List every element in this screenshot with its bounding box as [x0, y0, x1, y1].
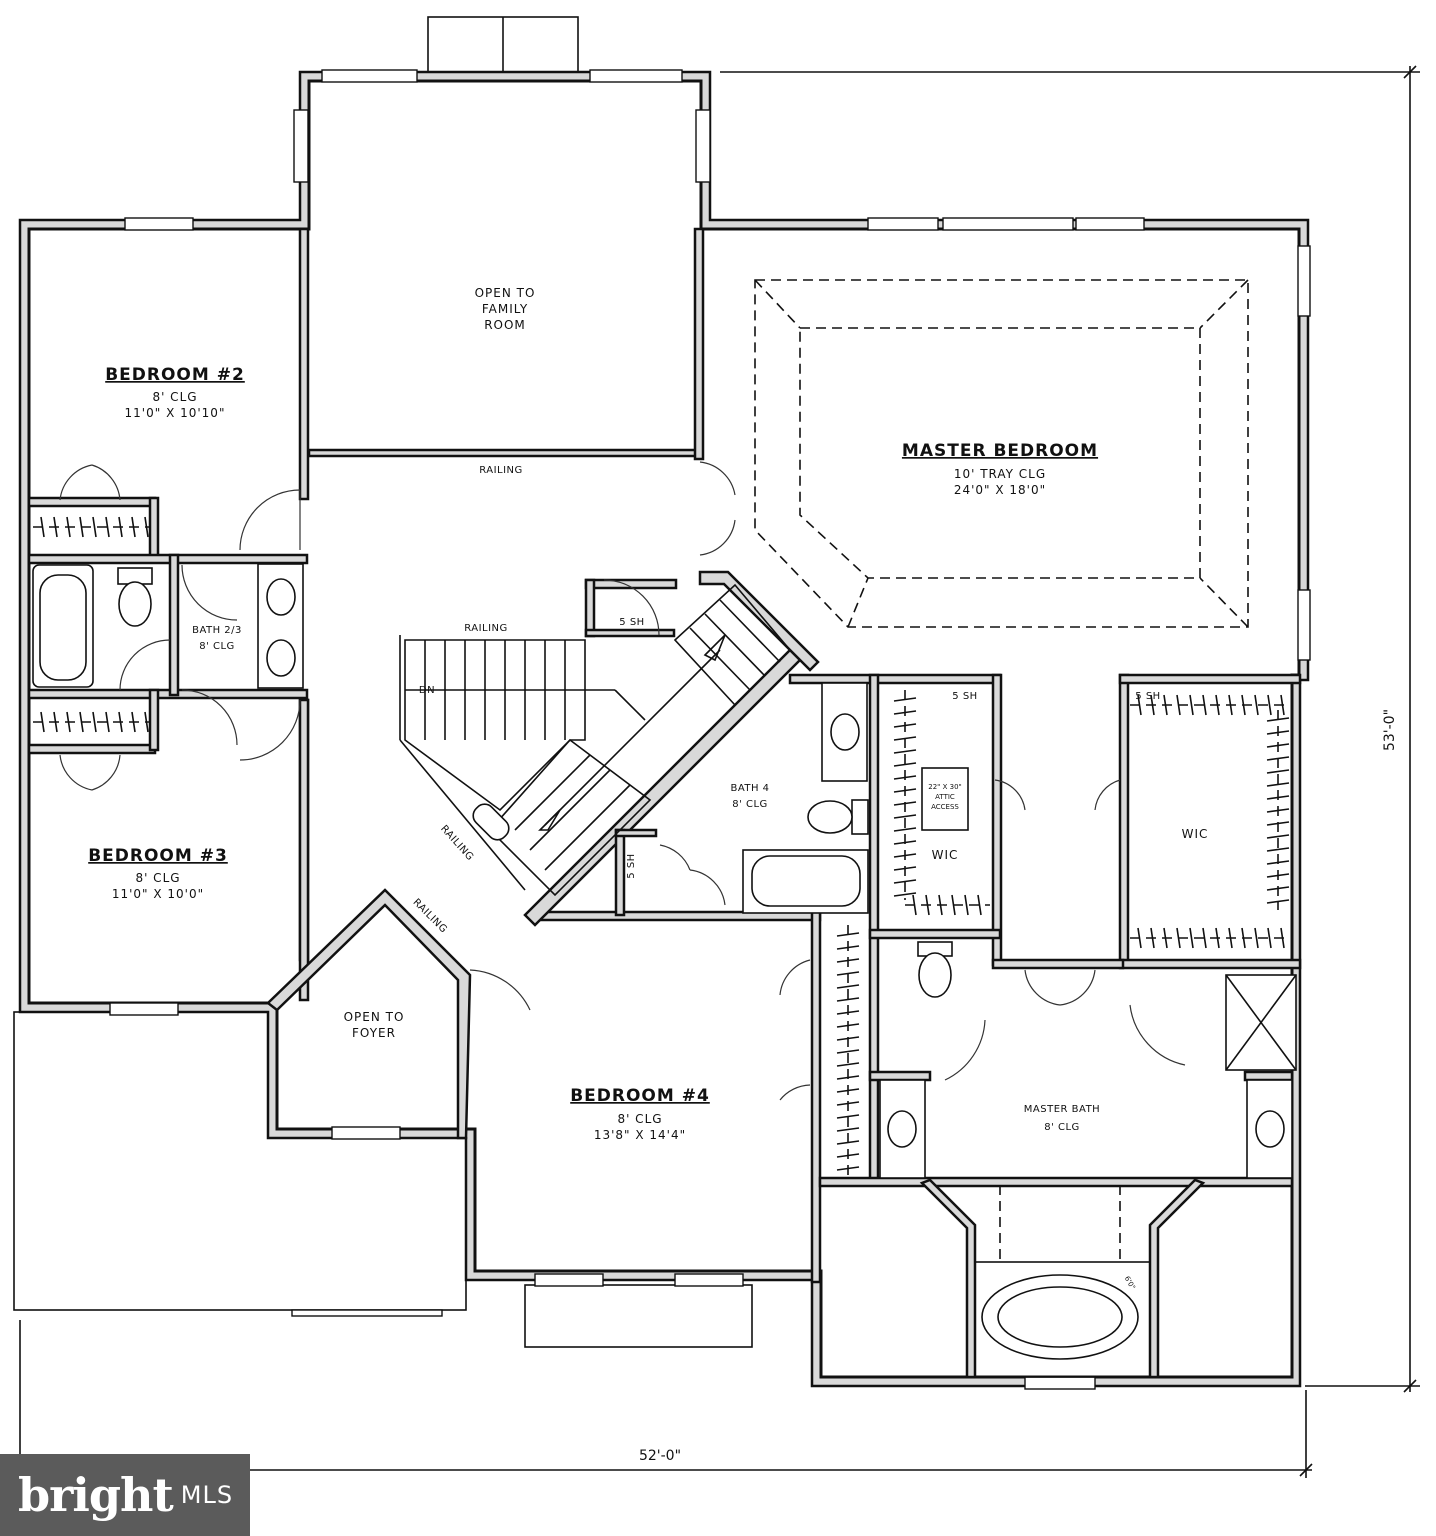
width-dimension: 52'-0" [639, 1448, 681, 1464]
linen-shelf-1: 5 SH [619, 617, 644, 628]
sink-4 [830, 713, 860, 751]
linen-shelf-2: 5 SH [626, 853, 637, 878]
bedroom3-title: BEDROOM #3 [88, 846, 228, 866]
bath4-ceiling: 8' CLG [732, 799, 768, 810]
bedroom4-title: BEDROOM #4 [570, 1086, 710, 1106]
bath-4-fixtures [742, 682, 869, 914]
toilet-master [918, 952, 952, 998]
front-porch-box [524, 1284, 753, 1348]
depth-dimension: 53'-0" [1382, 709, 1398, 751]
attic-access [921, 767, 969, 831]
wic-shelf-left: 5 SH [952, 691, 977, 702]
wic-shelf-right: 5 SH [1135, 691, 1160, 702]
family-line1: OPEN TO [475, 286, 536, 300]
sink-23a [266, 578, 296, 616]
logo-brand: bright [18, 1468, 174, 1522]
master-bath-fixtures [879, 941, 1297, 1378]
wic-right-label: WIC [1182, 827, 1209, 841]
master-bedroom-ceiling: 10' TRAY CLG [954, 467, 1046, 481]
railing-label-1: RAILING [479, 465, 523, 476]
tray-ceiling [754, 279, 1249, 628]
bedroom2-ceiling: 8' CLG [152, 390, 197, 404]
foyer-line2: FOYER [352, 1026, 396, 1040]
master-bedroom-size: 24'0" X 18'0" [954, 483, 1046, 497]
labels: OPEN TO FAMILY ROOM BEDROOM #2 8' CLG 11… [88, 286, 1398, 1464]
sink-23b [266, 639, 296, 677]
sink-master-a [887, 1110, 917, 1148]
attic-line1: 22" X 30" [928, 783, 962, 791]
bedroom2-title: BEDROOM #2 [105, 365, 245, 385]
attic-line3: ACCESS [931, 803, 959, 811]
brand-logo: bright MLS [0, 1454, 250, 1536]
wic-left-label: WIC [932, 848, 959, 862]
bedroom3-ceiling: 8' CLG [135, 871, 180, 885]
doors [59, 461, 1186, 1101]
toilet-4 [807, 800, 853, 834]
railing-label-2: RAILING [464, 623, 508, 634]
logo-suffix: MLS [180, 1481, 234, 1509]
bedroom3-size: 11'0" X 10'0" [112, 887, 204, 901]
bath4-title: BATH 4 [730, 783, 769, 794]
stair-down-label: DN [419, 685, 435, 696]
toilet-23 [118, 581, 152, 627]
sink-master-b [1255, 1110, 1285, 1148]
bedroom4-ceiling: 8' CLG [617, 1112, 662, 1126]
master-bath-title: MASTER BATH [1024, 1104, 1100, 1115]
attic-line2: ATTIC [935, 793, 955, 801]
staircase [399, 583, 792, 897]
master-bath-ceiling: 8' CLG [1044, 1122, 1080, 1133]
bath-23-fixtures [32, 563, 304, 689]
bath23-ceiling: 8' CLG [199, 641, 235, 652]
windows [109, 69, 1311, 1390]
master-bedroom-title: MASTER BEDROOM [902, 441, 1098, 461]
family-line2: FAMILY [482, 302, 528, 316]
bedroom2-size: 11'0" X 10'10" [125, 406, 226, 420]
bedroom4-size: 13'8" X 14'4" [594, 1128, 686, 1142]
bath23-title: BATH 2/3 [192, 625, 242, 636]
exterior-walls [18, 70, 1310, 1388]
foyer-line1: OPEN TO [344, 1010, 405, 1024]
closet-rods [33, 516, 1290, 1175]
family-line3: ROOM [484, 318, 526, 332]
